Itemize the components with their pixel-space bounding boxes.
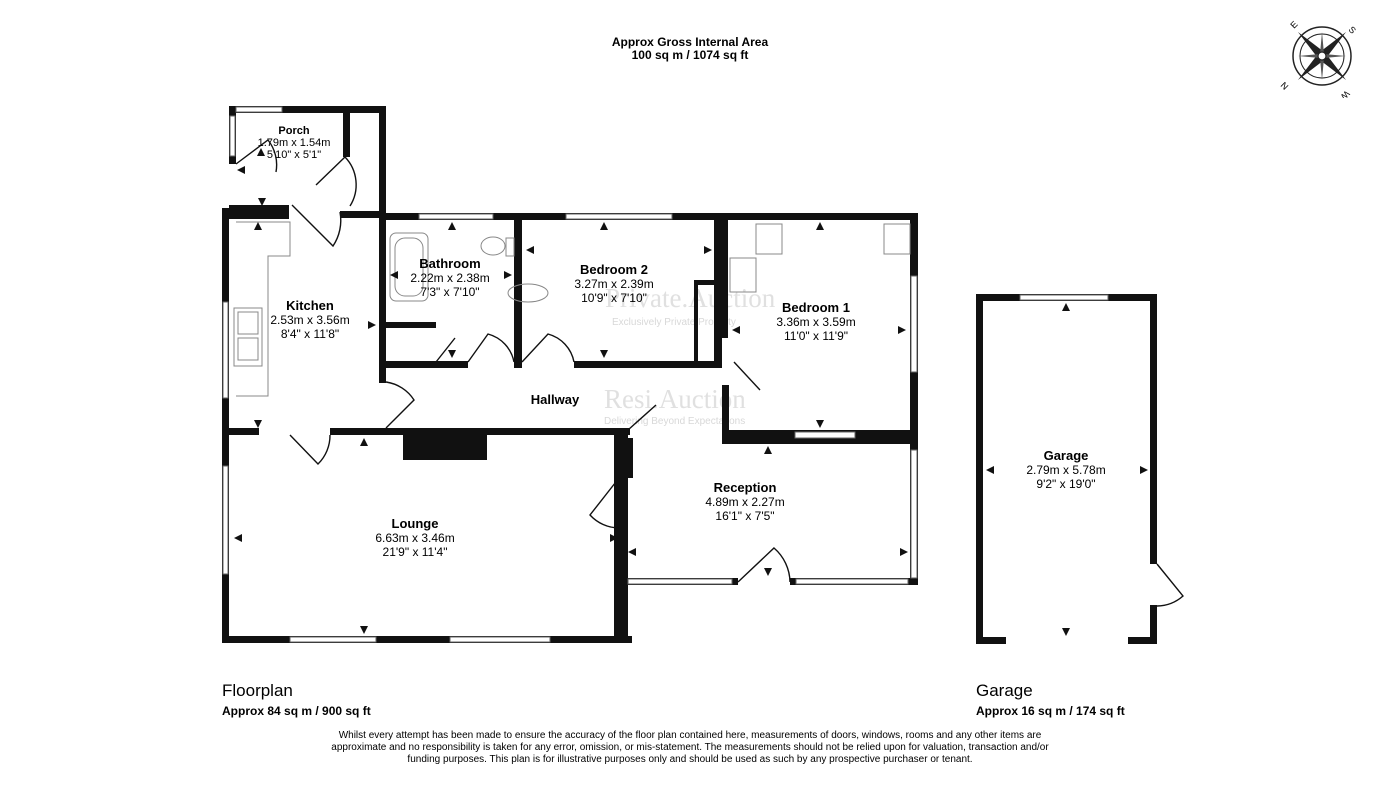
room-lounge-metric: 6.63m x 3.46m [375, 531, 455, 545]
room-hallway-name: Hallway [530, 392, 580, 407]
floorplan-title: Floorplan [222, 681, 293, 700]
room-bedroom-1-metric: 3.36m x 3.59m [776, 315, 856, 329]
room-bedroom-1: Bedroom 1 3.36m x 3.59m 11'0" x 11'9" [756, 300, 876, 343]
room-kitchen-name: Kitchen [286, 298, 334, 313]
floorplan-area: Approx 84 sq m / 900 sq ft [222, 704, 371, 718]
room-bedroom-2-metric: 3.27m x 2.39m [574, 277, 654, 291]
garage-caption: Garage Approx 16 sq m / 174 sq ft [976, 681, 1125, 718]
room-kitchen-imperial: 8'4" x 11'8" [280, 327, 340, 341]
room-bathroom-imperial: 7'3" x 7'10" [420, 285, 480, 299]
walls [222, 106, 1157, 644]
room-bedroom-2-name: Bedroom 2 [580, 262, 648, 277]
room-lounge: Lounge 6.63m x 3.46m 21'9" x 11'4" [355, 516, 475, 559]
watermark-bottom-sub: Delivering Beyond Expectations [604, 416, 745, 427]
doors [235, 139, 1184, 607]
room-porch: Porch 1.79m x 1.54m 5'10" x 5'1" [244, 125, 344, 161]
gross-area-title: Approx Gross Internal Area [611, 35, 769, 49]
compass-letter-n: N [1280, 80, 1290, 92]
room-bedroom-1-name: Bedroom 1 [782, 300, 850, 315]
compass-letter-s: S [1347, 24, 1358, 35]
watermark-private-auction: Private.Auction Exclusively Private Prop… [605, 283, 776, 328]
room-bathroom: Bathroom 2.22m x 2.38m 7'3" x 7'10" [388, 256, 512, 299]
compass-letter-w: W [1338, 89, 1351, 98]
compass-letter-e: E [1288, 19, 1299, 30]
room-bedroom-1-imperial: 11'0" x 11'9" [783, 329, 849, 343]
room-bathroom-name: Bathroom [419, 256, 481, 271]
disclaimer-text: Whilst every attempt has been made to en… [331, 730, 1049, 765]
room-bathroom-metric: 2.22m x 2.38m [410, 271, 490, 285]
room-porch-metric: 1.79m x 1.54m [257, 137, 331, 149]
dimension-arrows [234, 148, 1148, 636]
room-reception-metric: 4.89m x 2.27m [705, 495, 785, 509]
room-garage: Garage 2.79m x 5.78m 9'2" x 19'0" [1006, 448, 1126, 491]
room-porch-imperial: 5'10" x 5'1" [266, 149, 322, 161]
room-bedroom-2: Bedroom 2 3.27m x 2.39m 10'9" x 7'10" [554, 262, 674, 305]
room-reception-imperial: 16'1" x 7'5" [715, 509, 775, 523]
gross-area-header: Approx Gross Internal Area 100 sq m / 10… [540, 36, 840, 62]
room-lounge-name: Lounge [391, 516, 439, 531]
room-garage-imperial: 9'2" x 19'0" [1036, 477, 1096, 491]
room-bedroom-2-imperial: 10'9" x 7'10" [581, 291, 647, 305]
garage-area: Approx 16 sq m / 174 sq ft [976, 704, 1125, 718]
gross-area-value: 100 sq m / 1074 sq ft [631, 48, 749, 62]
room-garage-metric: 2.79m x 5.78m [1026, 463, 1106, 477]
room-porch-name: Porch [278, 125, 310, 137]
watermark-top-sub: Exclusively Private Property [612, 317, 736, 328]
garage-title: Garage [976, 681, 1033, 700]
room-hallway: Hallway [505, 392, 605, 407]
room-garage-name: Garage [1043, 448, 1089, 463]
room-kitchen-metric: 2.53m x 3.56m [270, 313, 350, 327]
room-reception: Reception 4.89m x 2.27m 16'1" x 7'5" [690, 480, 800, 523]
room-lounge-imperial: 21'9" x 11'4" [382, 545, 448, 559]
compass-rose-icon: E S N W [1280, 19, 1358, 98]
watermark-top-main: Private.Auction [605, 283, 776, 313]
room-reception-name: Reception [713, 480, 777, 495]
floorplan-caption: Floorplan Approx 84 sq m / 900 sq ft [222, 681, 371, 718]
windows [222, 106, 1109, 643]
room-kitchen: Kitchen 2.53m x 3.56m 8'4" x 11'8" [250, 298, 370, 341]
fixtures [233, 221, 911, 397]
